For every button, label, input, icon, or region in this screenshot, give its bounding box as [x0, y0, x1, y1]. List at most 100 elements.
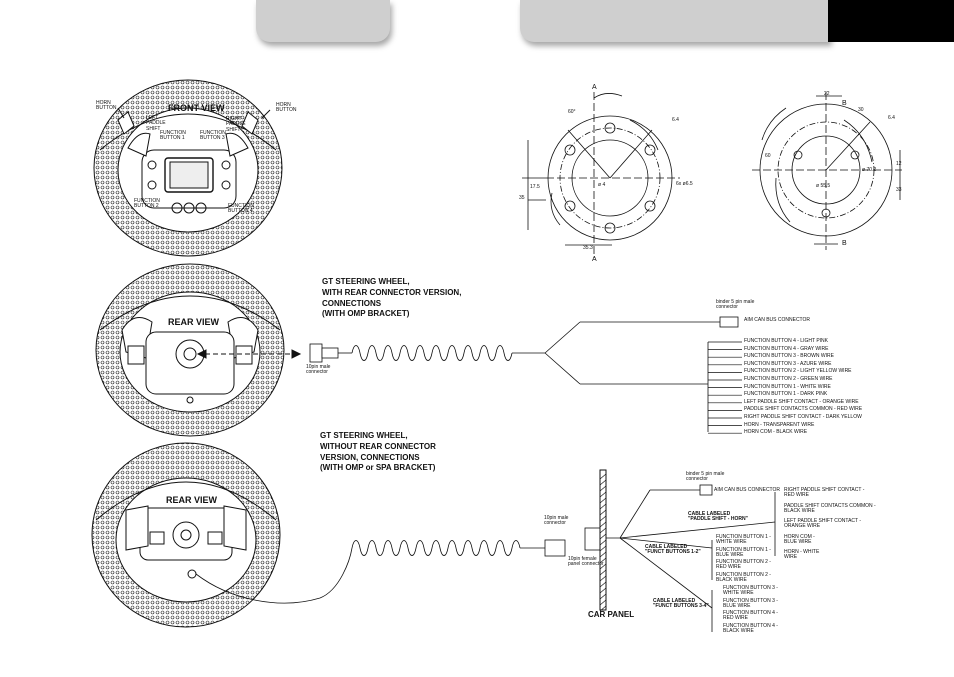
front-view-wheel [93, 79, 283, 257]
wire-a-item: FUNCTION BUTTON 2 - GREEN WIRE [744, 376, 833, 382]
dim-a-4: 17.5 [530, 184, 540, 190]
panel-hatch-line [599, 509, 607, 516]
dim-a-5: 35 [519, 195, 525, 201]
section-a-top: A [592, 84, 597, 91]
panel-hatch-line [599, 491, 607, 498]
panel-hatch-line [599, 503, 607, 510]
wire-b-paddle-item: PADDLE SHIFT CONTACTS COMMON -BLACK WIRE [784, 502, 876, 514]
wire-a-item: FUNCTION BUTTON 1 - WHITE WIRE [744, 383, 831, 390]
header-tab-left [256, 0, 390, 42]
can-bus-a-label: AIM CAN BUS CONNECTOR [744, 317, 811, 323]
dim-b-3: ø 70.2 [862, 167, 877, 173]
can-bus-b-label: AIM CAN BUS CONNECTOR [714, 487, 781, 493]
dim-b-2: 6.4 [888, 115, 895, 121]
panel-hatch-line [599, 533, 607, 540]
panel-hatch-line [599, 563, 607, 570]
wire-a-item: PADDLE SHIFT CONTACTS COMMON - RED WIRE [744, 406, 863, 413]
panel-hatch-line [599, 551, 607, 558]
panel-hatch-line [599, 497, 607, 504]
dim-a-3: ø 4 [598, 182, 606, 188]
section-b-heading: GT STEERING WHEEL,WITHOUT REAR CONNECTOR… [320, 431, 436, 473]
panel-hatch-line [599, 569, 607, 576]
wire-b-12-item: FUNCTION BUTTON 2 -BLACK WIRE [716, 571, 771, 583]
wire-a-item: RIGHT PADDLE SHIFT CONTACT - DARK YELLOW [744, 414, 862, 420]
section-a-bottom: A [592, 256, 597, 263]
dim-b-5: 60 [765, 153, 771, 159]
cable-34-label: CABLE LABELED"FUNCT BUTTONS 3-4" [653, 598, 709, 610]
section-b-bottom: B [842, 240, 847, 247]
panel-hatch-line [599, 575, 607, 582]
panel-hatch-line [599, 527, 607, 534]
header-tab-right [520, 0, 830, 42]
wire-b-12-item: FUNCTION BUTTON 1 -BLUE WIRE [716, 546, 771, 558]
cable-paddle-label: CABLE LABELED"PADDLE SHIFT - HORN" [688, 511, 748, 523]
wire-b-paddle-item: LEFT PADDLE SHIFT CONTACT -ORANGE WIRE [784, 518, 862, 530]
header-black-block [828, 0, 954, 42]
rear-view-wheel-a [95, 263, 302, 437]
wire-a-item: FUNCTION BUTTON 4 - GRAY WIRE [744, 345, 829, 352]
wire-b-paddle-item: HORN COM -BLUE WIRE [784, 533, 815, 545]
wire-a-item: HORN - TRANSPARENT WIRE [744, 421, 815, 428]
dim-a-0: 60° [568, 109, 576, 115]
panel-hatch-line [599, 521, 607, 528]
panel-hatch-line [599, 545, 607, 552]
mounting-drawing-a [522, 92, 680, 258]
dim-a-6: 35.3 [583, 245, 593, 251]
wire-b-34-item: FUNCTION BUTTON 3 -WHITE WIRE [723, 585, 778, 597]
wire-b-34-item: FUNCTION BUTTON 4 -RED WIRE [723, 610, 778, 622]
front-view-title: FRONT VIEW [168, 103, 225, 113]
car-panel-label: CAR PANEL [588, 610, 635, 619]
panel-hatch-line [599, 473, 607, 480]
panel-hatch-line [599, 605, 607, 612]
wire-a-item: LEFT PADDLE SHIFT CONTACT - ORANGE WIRE [744, 398, 859, 405]
dim-b-7: 33 [896, 187, 902, 193]
panel-hatch-line [599, 515, 607, 522]
panel-hatch-line [599, 539, 607, 546]
coiled-cable-a [309, 316, 739, 432]
cable-12-label: CABLE LABELED"FUNCT BUTTONS 1-2" [645, 544, 701, 556]
panel-hatch-line [599, 599, 607, 606]
wire-b-12-item: FUNCTION BUTTON 2 -RED WIRE [716, 559, 771, 571]
coiled-cable-b [195, 484, 776, 632]
panel-hatch-line [599, 485, 607, 492]
wire-a-item: FUNCTION BUTTON 1 - DARK PINK [744, 391, 828, 398]
section-b-top: B [842, 100, 847, 107]
mounting-drawing-b [752, 92, 902, 250]
dim-b-4: ø 55.5 [816, 183, 831, 189]
panel-hatch-line [599, 581, 607, 588]
section-a-heading: GT STEERING WHEEL,WITH REAR CONNECTOR VE… [322, 277, 462, 319]
dim-b-6: 12 [896, 161, 902, 167]
wire-a-item: FUNCTION BUTTON 3 - BROWN WIRE [744, 353, 834, 360]
wire-a-item: HORN COM - BLACK WIRE [744, 429, 808, 436]
wire-b-34-item: FUNCTION BUTTON 3 -BLUE WIRE [723, 597, 778, 609]
wire-a-item: FUNCTION BUTTON 4 - LIGHT PINK [744, 338, 828, 344]
wire-b-34-item: FUNCTION BUTTON 4 -BLACK WIRE [723, 622, 778, 634]
dim-b-1: 30 [858, 107, 864, 113]
wire-a-item: FUNCTION BUTTON 2 - LIGHT YELLOW WIRE [744, 368, 852, 375]
wire-b-paddle-item: RIGHT PADDLE SHIFT CONTACT -RED WIRE [784, 487, 865, 499]
rear-view-b-title: REAR VIEW [166, 495, 218, 505]
wire-ticks-a [708, 341, 742, 434]
wire-b-12-item: FUNCTION BUTTON 1 -WHITE WIRE [716, 534, 771, 546]
wire-a-item: FUNCTION BUTTON 3 - AZURE WIRE [744, 360, 832, 367]
panel-hatch-line [599, 479, 607, 486]
dim-a-1: 6.4 [672, 117, 679, 123]
panel-hatch-line [599, 587, 607, 594]
dim-a-2: 6x ø6.5 [676, 181, 693, 187]
panel-hatch-line [599, 593, 607, 600]
